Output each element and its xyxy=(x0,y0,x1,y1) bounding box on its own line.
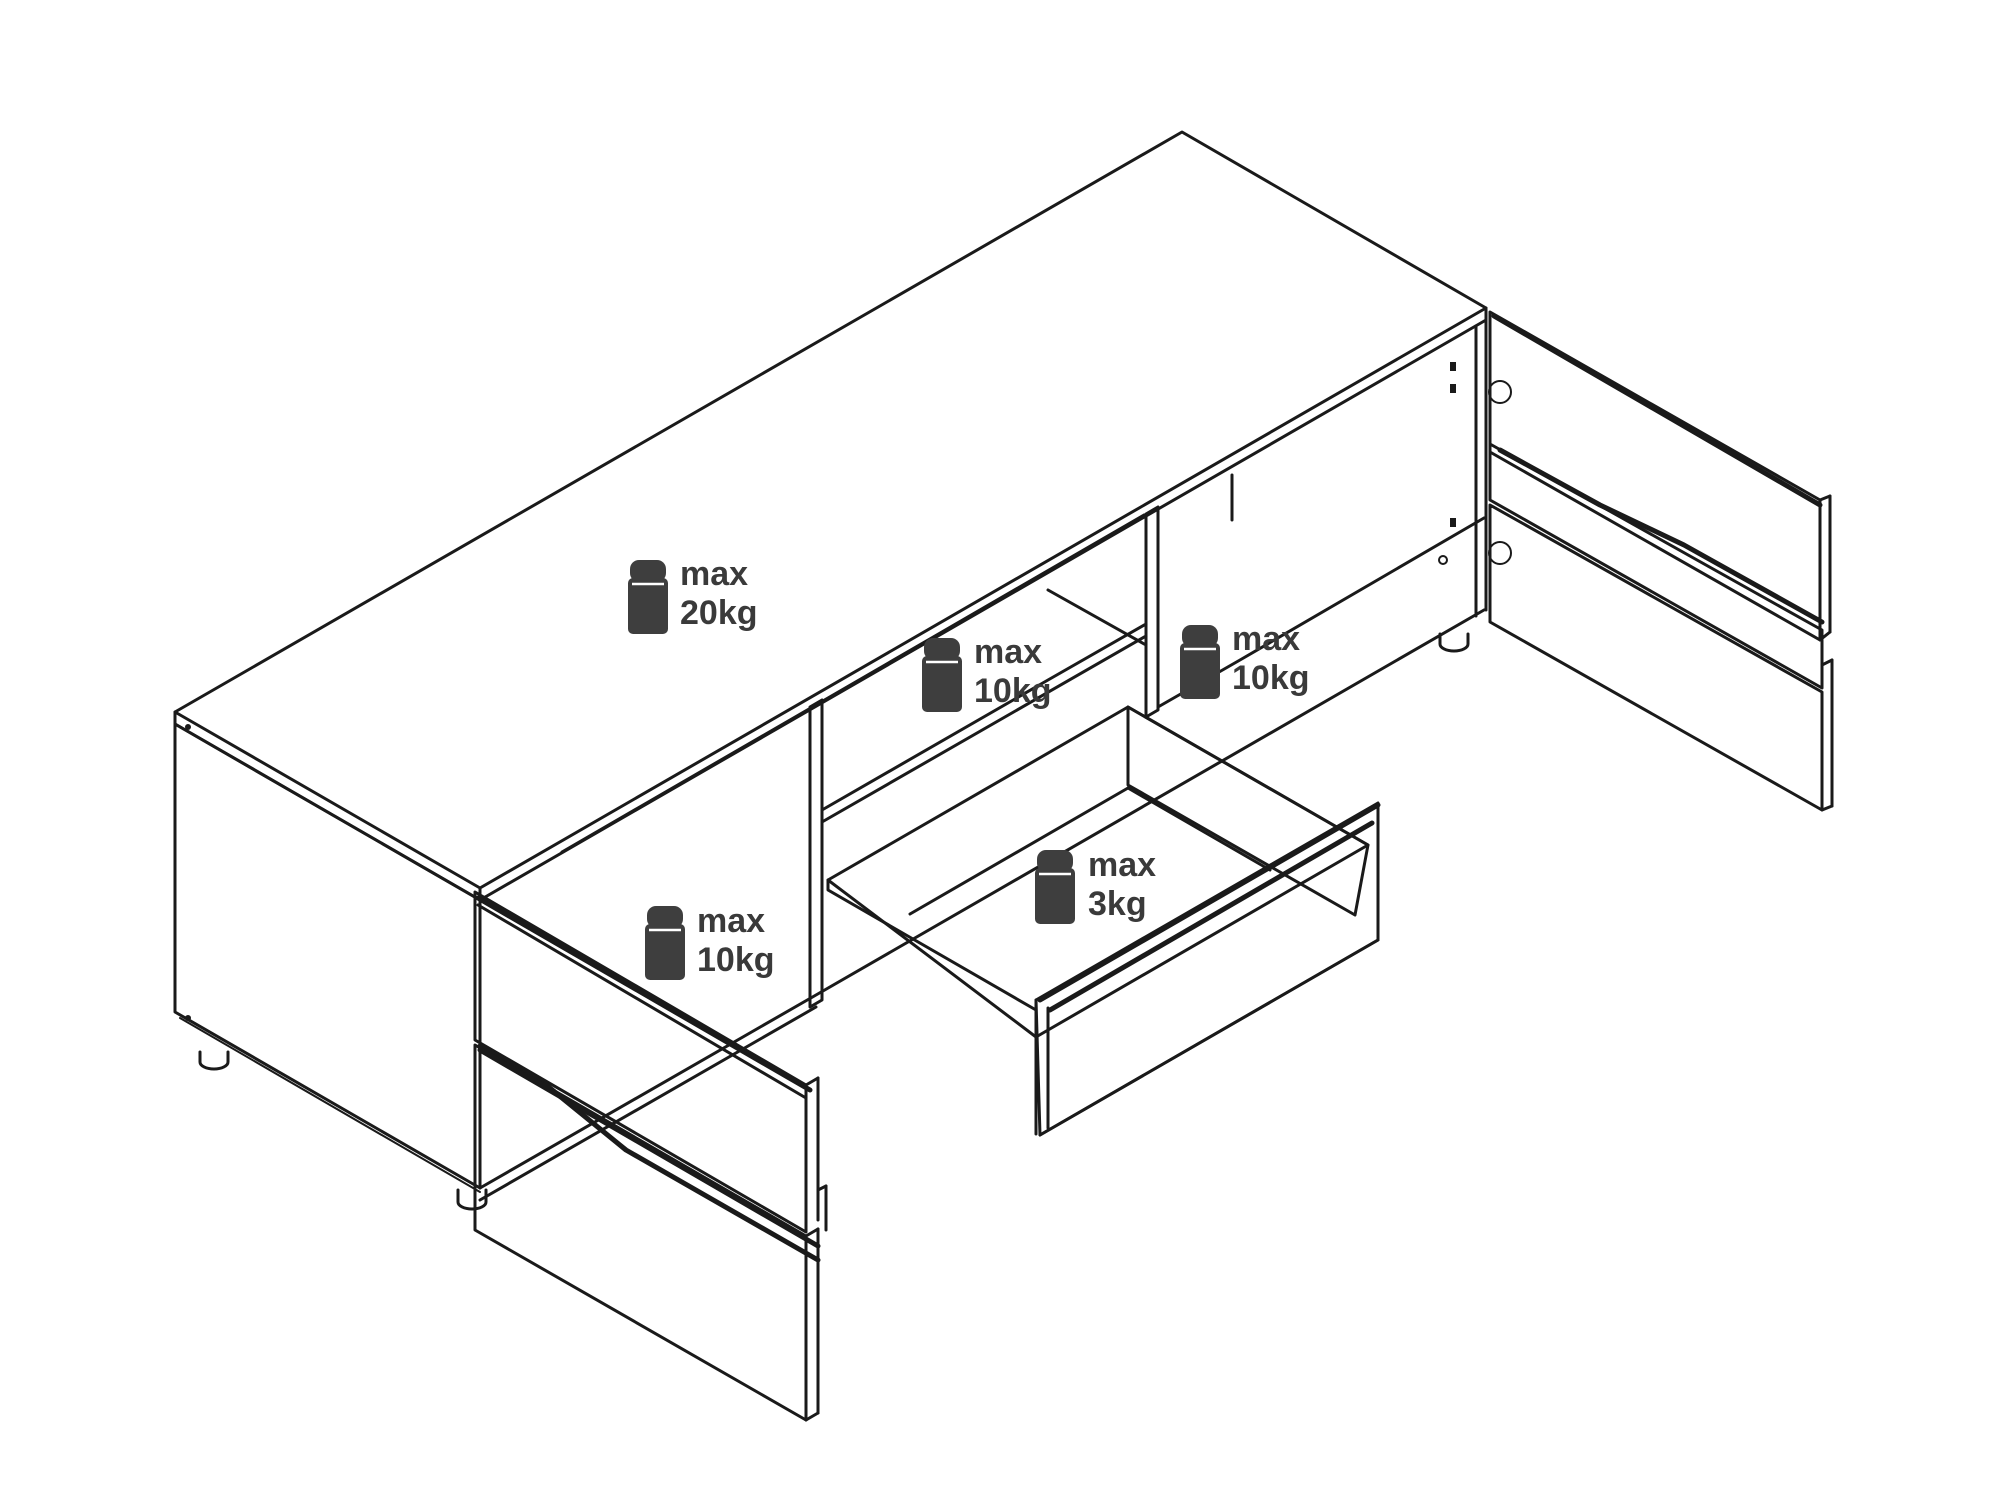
cabinet-carcass xyxy=(173,130,1512,1211)
weight-icon-right xyxy=(1180,625,1220,699)
load-label-drawer-line2: 3kg xyxy=(1088,885,1147,923)
weight-icon xyxy=(1035,868,1075,924)
weight-icon xyxy=(645,924,685,980)
middle-shelf xyxy=(820,622,1148,812)
weight-icon-top xyxy=(628,560,668,634)
load-label-drawer-line1: max xyxy=(1088,846,1156,884)
open-drawer xyxy=(826,705,1381,1137)
right-door xyxy=(1488,310,1834,812)
weight-icon-upper-middle xyxy=(922,638,962,712)
left-divider xyxy=(808,698,824,1009)
load-label-right-line1: max xyxy=(1232,620,1300,658)
back-panel-line xyxy=(560,513,1146,854)
load-label-right-line2: 10kg xyxy=(1232,659,1310,697)
weight-icon xyxy=(1180,643,1220,699)
top-front-edge xyxy=(173,710,482,902)
left-door xyxy=(473,890,828,1422)
weight-icon xyxy=(922,656,962,712)
weight-icon-drawer xyxy=(1035,850,1075,924)
load-label-left-line2: 10kg xyxy=(697,941,775,979)
cabinet-top-surface xyxy=(173,130,1488,890)
left-end-panel xyxy=(173,722,482,1190)
load-label-upper-middle-line1: max xyxy=(974,633,1042,671)
load-label-upper-middle-line2: 10kg xyxy=(974,672,1052,710)
load-label-top-line2: 20kg xyxy=(680,594,758,632)
weight-icon-left xyxy=(645,906,685,980)
right-door-groove xyxy=(1497,447,1825,625)
load-label-left-line1: max xyxy=(697,902,765,940)
left-door-groove xyxy=(477,1043,821,1263)
foot-right xyxy=(1438,632,1470,653)
foot-center xyxy=(456,1188,488,1211)
right-divider xyxy=(1144,505,1160,719)
foot-left xyxy=(198,1050,230,1071)
load-label-top-line1: max xyxy=(680,555,748,593)
weight-icon xyxy=(628,578,668,634)
